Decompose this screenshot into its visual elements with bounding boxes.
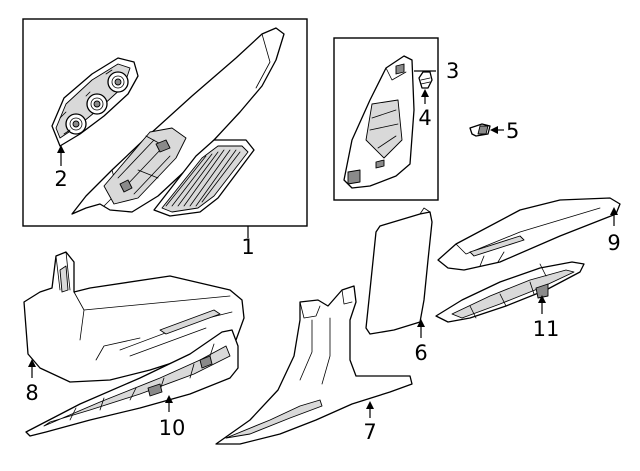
part-3-pillar-trim (343, 55, 415, 189)
callout-8: 8 (25, 381, 38, 405)
part-1-storage-mat (153, 139, 255, 217)
callout-10: 10 (159, 416, 186, 440)
callout-3: 3 (446, 59, 459, 83)
pillar-inset-box (333, 37, 439, 201)
part-11-sill-bracket (435, 261, 585, 323)
callout-4: 4 (418, 106, 431, 130)
part-5-small-clip (469, 123, 491, 137)
part-8-console-side (23, 251, 245, 383)
callout-9: 9 (607, 231, 620, 255)
callout-6: 6 (414, 341, 427, 365)
part-9-sill-plate (437, 197, 621, 271)
callout-7: 7 (363, 420, 376, 444)
callout-5: 5 (506, 119, 519, 143)
callout-11: 11 (533, 317, 560, 341)
part-1-console-panel (71, 27, 285, 215)
part-6-kick-panel (365, 207, 433, 335)
callout-1: 1 (241, 235, 254, 259)
part-4-clip (418, 71, 433, 89)
callout-2: 2 (54, 167, 67, 191)
part-7-rocker-trim (215, 285, 413, 445)
part-10-console-bracket (25, 329, 239, 437)
console-inset-box (22, 18, 308, 227)
part-2-control-bezel (51, 57, 139, 147)
